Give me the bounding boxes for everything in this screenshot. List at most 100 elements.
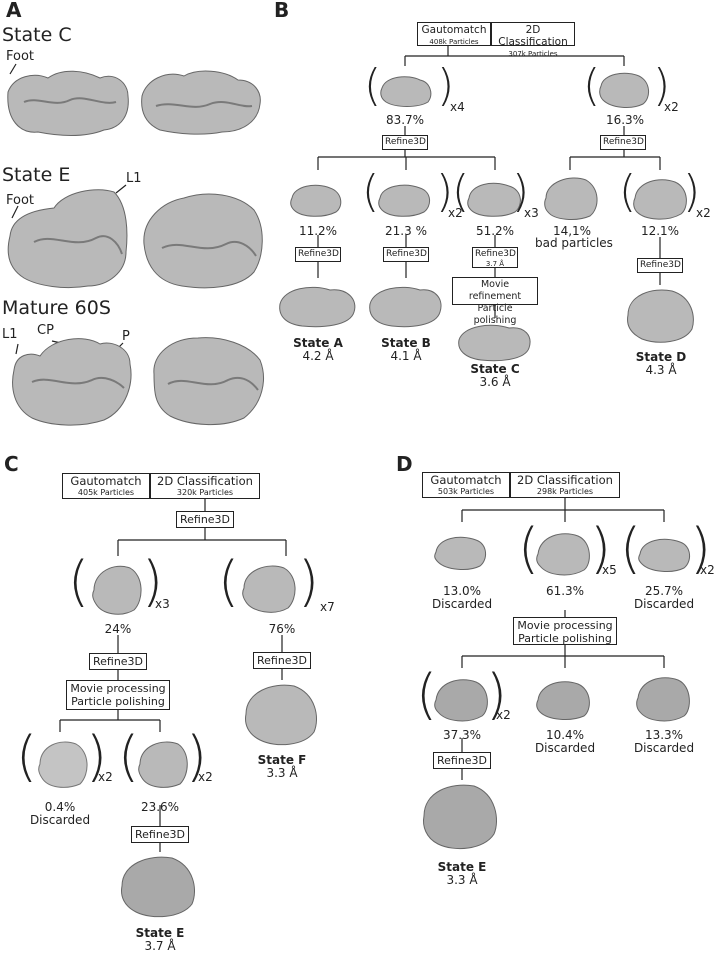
state-e-map-front xyxy=(7,189,128,289)
refine3d-box: Refine3D xyxy=(637,258,683,273)
bracket-left: ( xyxy=(518,517,540,580)
state-a-map xyxy=(279,286,356,328)
bracket-left: ( xyxy=(452,166,470,217)
classification-particles: 320k Particles xyxy=(176,488,234,497)
percentage: 37.3% xyxy=(442,728,482,742)
percentage: 51.2% xyxy=(475,224,515,238)
percentage: 83.7% xyxy=(385,113,425,127)
panel-label-b: B xyxy=(274,0,290,22)
discarded-label: Discarded xyxy=(431,597,493,611)
percentage: 24% xyxy=(104,622,132,636)
movie-refinement-label: Movie refinement xyxy=(468,279,522,302)
refine3d-box-c: Refine3D 3.7 Å xyxy=(472,247,518,268)
bracket-left: ( xyxy=(583,60,601,111)
classification-particles: 307k Particles xyxy=(508,50,558,58)
map-thumb xyxy=(599,72,649,108)
bracket-left: ( xyxy=(68,550,90,613)
map-thumb xyxy=(434,536,486,570)
map-thumb xyxy=(138,741,188,788)
bracket-left: ( xyxy=(218,550,240,613)
map-thumb xyxy=(467,182,521,217)
bracket-right: ) xyxy=(298,550,320,613)
classification-label: 2D Classification xyxy=(157,474,253,488)
bracket-right: ) xyxy=(512,166,530,217)
foot-label: Foot xyxy=(6,49,35,64)
bracket-right: ) xyxy=(683,166,701,217)
multiplicity: x5 xyxy=(602,563,617,577)
state-b-title: State B xyxy=(381,336,431,350)
percentage: 13.3% xyxy=(644,728,684,742)
particle-polishing-label: Particle polishing xyxy=(473,303,517,326)
l1-label-mature: L1 xyxy=(2,327,18,342)
refine3d-label: Refine3D xyxy=(475,249,516,259)
multiplicity: x2 xyxy=(98,770,113,784)
refine3d-box: Refine3D xyxy=(89,653,147,670)
discarded-label: Discarded xyxy=(633,597,695,611)
map-thumb xyxy=(536,533,590,576)
foot-label-e: Foot xyxy=(6,193,35,208)
state-e-map-d xyxy=(423,784,497,850)
refine3d-box: Refine3D xyxy=(382,135,428,150)
state-b-map xyxy=(369,286,442,328)
particle-polishing-label: Particle polishing xyxy=(71,695,165,708)
gautomatch-particles: 408k Particles xyxy=(429,38,479,46)
bracket-right: ) xyxy=(186,725,208,788)
bracket-right: ) xyxy=(437,60,455,111)
map-thumb xyxy=(638,538,690,572)
movie-processing-box: Movie processing Particle polishing xyxy=(66,680,170,710)
bracket-left: ( xyxy=(619,166,637,217)
mature-60s-map-front xyxy=(12,338,132,426)
percentage: 14,1% xyxy=(552,224,592,238)
multiplicity: x2 xyxy=(448,206,463,220)
percentage: 11.2% xyxy=(298,224,338,238)
bracket-right: ) xyxy=(86,725,108,788)
state-d-map xyxy=(627,289,694,343)
gautomatch-label: Gautomatch xyxy=(70,474,142,488)
classification-box-d: 2D Classification 298k Particles xyxy=(510,472,620,498)
state-a-resolution: 4.2 Å xyxy=(302,349,334,363)
map-thumb xyxy=(378,184,430,217)
gautomatch-particles: 503k Particles xyxy=(437,487,495,496)
cp-label: CP xyxy=(37,323,54,338)
percentage: 13.0% xyxy=(442,584,482,598)
gautomatch-box-c: Gautomatch 405k Particles xyxy=(62,473,150,499)
percentage: 12.1% xyxy=(640,224,680,238)
classification-particles: 298k Particles xyxy=(536,487,594,496)
multiplicity: x7 xyxy=(320,600,335,614)
mature-60s-map-back xyxy=(153,337,264,426)
discarded-label: Discarded xyxy=(534,741,596,755)
l1-label-e: L1 xyxy=(126,171,142,186)
mature-60s-title: Mature 60S xyxy=(2,297,111,319)
state-e-title: State E xyxy=(2,164,71,186)
state-e-resolution-c: 3.7 Å xyxy=(144,939,176,953)
gautomatch-label: Gautomatch xyxy=(430,473,502,487)
multiplicity: x2 xyxy=(198,770,213,784)
state-d-title: State D xyxy=(635,350,687,364)
bracket-right: ) xyxy=(486,663,508,726)
state-b-resolution: 4.1 Å xyxy=(390,349,422,363)
refine3d-box: Refine3D xyxy=(600,135,646,150)
state-a-title: State A xyxy=(293,336,343,350)
discarded-label: Discarded xyxy=(29,813,91,827)
multiplicity: x2 xyxy=(664,100,679,114)
movie-processing-label: Movie processing xyxy=(70,682,166,695)
state-e-map-c xyxy=(121,856,195,918)
state-c-resolution: 3.6 Å xyxy=(479,375,511,389)
movie-refinement-box: Movie refinement Particle polishing xyxy=(452,277,538,326)
state-f-resolution: 3.3 Å xyxy=(266,766,298,780)
classification-box-c: 2D Classification 320k Particles xyxy=(150,473,260,499)
refine3d-box: Refine3D xyxy=(131,826,189,843)
state-c-map xyxy=(458,324,531,362)
percentage: 10.4% xyxy=(545,728,585,742)
refine3d-box: Refine3D xyxy=(433,752,491,769)
bad-particles-label: bad particles xyxy=(535,236,613,250)
bracket-left: ( xyxy=(620,517,642,580)
map-thumb xyxy=(536,681,590,720)
bracket-right: ) xyxy=(690,517,712,580)
discarded-label: Discarded xyxy=(633,741,695,755)
movie-processing-label: Movie processing xyxy=(517,619,613,632)
percentage: 0.4% xyxy=(44,800,76,814)
map-thumb xyxy=(636,677,690,722)
panel-label-a: A xyxy=(6,0,22,22)
